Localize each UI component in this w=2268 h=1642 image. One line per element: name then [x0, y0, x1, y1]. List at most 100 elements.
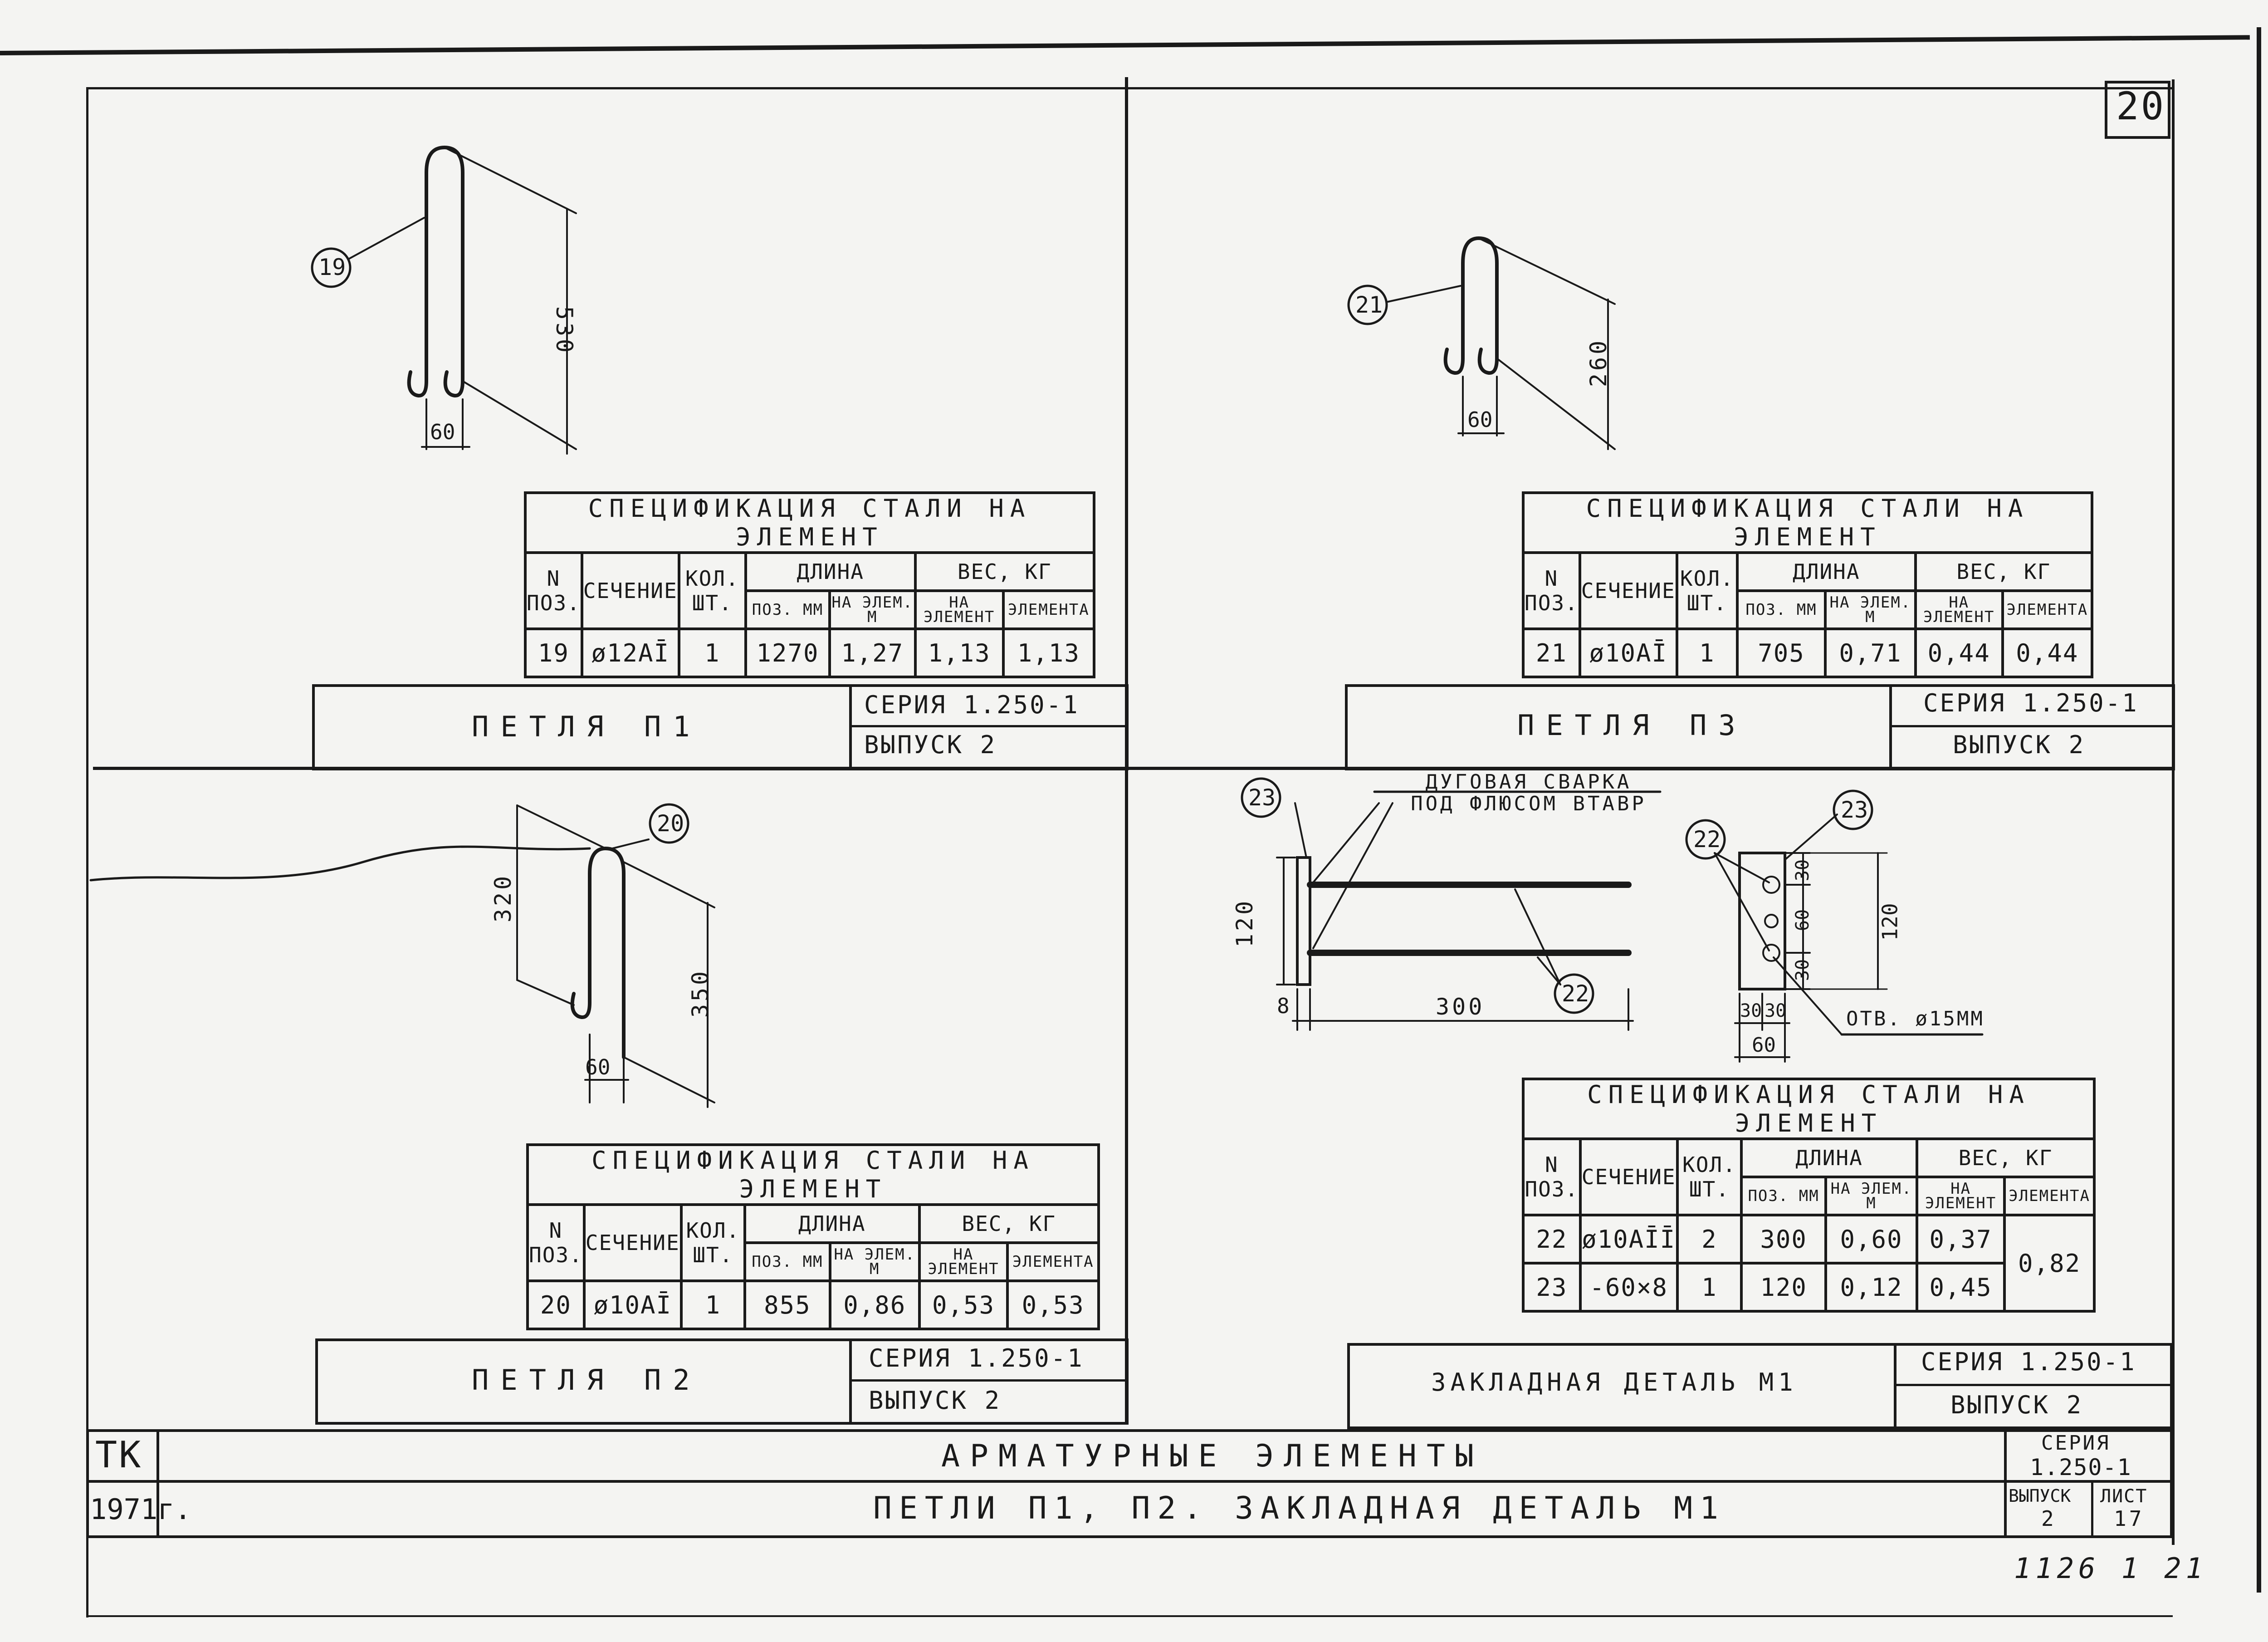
- spec-title: СПЕЦИФИКАЦИЯ СТАЛИ НА ЭЛЕМЕНТ: [1522, 491, 2093, 554]
- col-w-total: ЭЛЕМЕНТА: [1006, 1241, 1100, 1282]
- col-pos: N ПОЗ.: [1522, 551, 1581, 630]
- stamp-p2-series: СЕРИЯ 1.250-1: [869, 1344, 1084, 1372]
- stamp-p1: [312, 684, 1129, 770]
- dim-m1-d60: 60: [1792, 909, 1813, 931]
- cell-section: -60×8: [1579, 1262, 1679, 1313]
- cell-pos: 19: [524, 627, 583, 678]
- dim-p3-height: 260: [1585, 338, 1612, 387]
- issue-label: ВЫПУСК: [2009, 1486, 2071, 1506]
- frame-left: [86, 88, 88, 1617]
- cell-pos: 21: [1522, 627, 1581, 678]
- stamp-m1-hdivider: [1894, 1384, 2173, 1386]
- cell-w-el: 0,53: [918, 1279, 1009, 1330]
- col-length: ДЛИНА: [743, 1203, 921, 1244]
- dim-m1-height: 120: [1232, 898, 1258, 948]
- cell-len-el: 1,27: [828, 627, 917, 678]
- col-len-el: НА ЭЛЕМ. М: [828, 1241, 921, 1282]
- stamp-p2-hdivider: [849, 1379, 1129, 1382]
- cell-qty: 1: [677, 627, 747, 678]
- col-len-el: НА ЭЛЕМ. М: [1824, 589, 1917, 630]
- stamp-p2-title: ПЕТЛЯ П2: [472, 1363, 702, 1397]
- marker-23-front: 23: [1841, 797, 1868, 823]
- cell-len-pos: 705: [1735, 627, 1827, 678]
- sub-title: ПЕТЛИ П1, П2. ЗАКЛАДНАЯ ДЕТАЛЬ М1: [873, 1490, 1726, 1526]
- cell-qty: 1: [1676, 1262, 1743, 1313]
- table-row: 20 ø10AĪ 1 855 0,86 0,53 0,53: [526, 1279, 1100, 1330]
- marker-21-circle: [1347, 284, 1388, 325]
- cell-len-pos: 300: [1740, 1214, 1828, 1265]
- cell-len-pos: 120: [1740, 1262, 1828, 1313]
- stamp-p1-issue: ВЫПУСК 2: [864, 730, 997, 759]
- col-w-total: ЭЛЕМЕНТА: [2003, 1176, 2096, 1216]
- cell-w-el: 1,13: [914, 627, 1005, 678]
- table-row: 22 ø10AĪĪ 2 300 0,60 0,37 0,82: [1522, 1214, 2096, 1313]
- spec-title: СПЕЦИФИКАЦИЯ СТАЛИ НА ЭЛЕМЕНТ: [1522, 1078, 2096, 1140]
- cell-w-el: 0,37: [1916, 1214, 2006, 1265]
- cell-len-el: 0,12: [1824, 1262, 1919, 1313]
- dim-m1-d30b: 30: [1792, 959, 1813, 981]
- frame-top: [86, 87, 2173, 89]
- dim-p2-width: 60: [585, 1055, 611, 1079]
- marker-20-circle: [649, 803, 689, 844]
- cell-len-el: 0,60: [1824, 1214, 1919, 1265]
- cell-pos: 23: [1522, 1262, 1582, 1313]
- stamp-p3-title: ПЕТЛЯ П3: [1517, 709, 1747, 742]
- dim-p1-height: 530: [551, 306, 578, 356]
- dim-m1-w30b: 30: [1765, 1000, 1787, 1021]
- col-length: ДЛИНА: [744, 551, 917, 592]
- col-w-total: ЭЛЕМЕНТА: [1002, 589, 1096, 630]
- marker-19: 19: [318, 254, 346, 280]
- col-w-total: ЭЛЕМЕНТА: [2001, 589, 2094, 630]
- col-len-pos: ПОЗ. ММ: [1740, 1176, 1828, 1216]
- col-qty: КОЛ. ШТ.: [1676, 1137, 1743, 1216]
- marker-22-side-circle: [1554, 973, 1594, 1014]
- stamp-p1-hdivider: [849, 725, 1129, 727]
- title-block-series-divider: [2004, 1429, 2007, 1538]
- right-edge-dark: [2257, 27, 2261, 1593]
- col-qty: КОЛ. ШТ.: [677, 551, 747, 630]
- col-w-el: НА ЭЛЕМЕНТ: [914, 589, 1005, 630]
- col-len-el: НА ЭЛЕМ. М: [828, 589, 917, 630]
- col-section: СЕЧЕНИЕ: [580, 551, 680, 630]
- cell-qty: 1: [1675, 627, 1739, 678]
- dim-m1-w60: 60: [1752, 1034, 1776, 1057]
- frame-right: [2172, 79, 2175, 1545]
- table-row: 23 -60×8 1 120 0,12 0,45: [1522, 1262, 2094, 1313]
- issue-value: 2: [2041, 1506, 2057, 1531]
- loop-p3-shape: [1443, 236, 1499, 375]
- stamp-p3-divider: [1889, 684, 1892, 770]
- stamp-p3-series: СЕРИЯ 1.250-1: [1923, 689, 2139, 717]
- stamp-m1: [1347, 1343, 2173, 1429]
- col-section: СЕЧЕНИЕ: [1578, 551, 1678, 630]
- marker-23-side-circle: [1241, 777, 1281, 818]
- col-section: СЕЧЕНИЕ: [1579, 1137, 1679, 1216]
- marker-19-circle: [311, 247, 352, 288]
- table-row: 21 ø10AĪ 1 705 0,71 0,44 0,44: [1522, 627, 2094, 678]
- marker-22-front: 22: [1693, 826, 1721, 853]
- dim-m1-plate-t: 8: [1277, 994, 1290, 1018]
- loop-p2-shape: [570, 846, 626, 1059]
- stamp-m1-series: СЕРИЯ 1.250-1: [1921, 1348, 2136, 1376]
- cell-section: ø12AĪ: [580, 627, 680, 678]
- org-code: ТК: [95, 1434, 143, 1476]
- weld-note: ДУГОВАЯ СВАРКА ПОД ФЛЮСОМ ВТАВР: [1402, 771, 1656, 815]
- col-len-pos: ПОЗ. ММ: [743, 1241, 831, 1282]
- cell-pos: 20: [526, 1279, 586, 1330]
- cell-section: ø10AĪ: [582, 1279, 683, 1330]
- cell-w-el: 0,44: [1914, 627, 2004, 678]
- sheet-label: ЛИСТ: [2100, 1486, 2148, 1507]
- cell-section: ø10AĪ: [1578, 627, 1678, 678]
- col-length: ДЛИНА: [1735, 551, 1917, 592]
- marker-20: 20: [657, 810, 684, 837]
- stamp-p2-issue: ВЫПУСК 2: [869, 1386, 1002, 1415]
- cell-w-total: 0,53: [1006, 1279, 1100, 1330]
- series-label: СЕРИЯ: [2041, 1431, 2111, 1455]
- cell-w-total: 0,82: [2003, 1214, 2096, 1313]
- col-len-pos: ПОЗ. ММ: [744, 589, 831, 630]
- stamp-p3: [1345, 684, 2175, 770]
- spec-table-p2: СПЕЦИФИКАЦИЯ СТАЛИ НА ЭЛЕМЕНТ N ПОЗ. СЕЧ…: [526, 1143, 1100, 1330]
- stamp-p1-divider: [849, 684, 852, 770]
- title-block-sheet-divider: [2091, 1483, 2093, 1538]
- cell-len-pos: 1270: [744, 627, 831, 678]
